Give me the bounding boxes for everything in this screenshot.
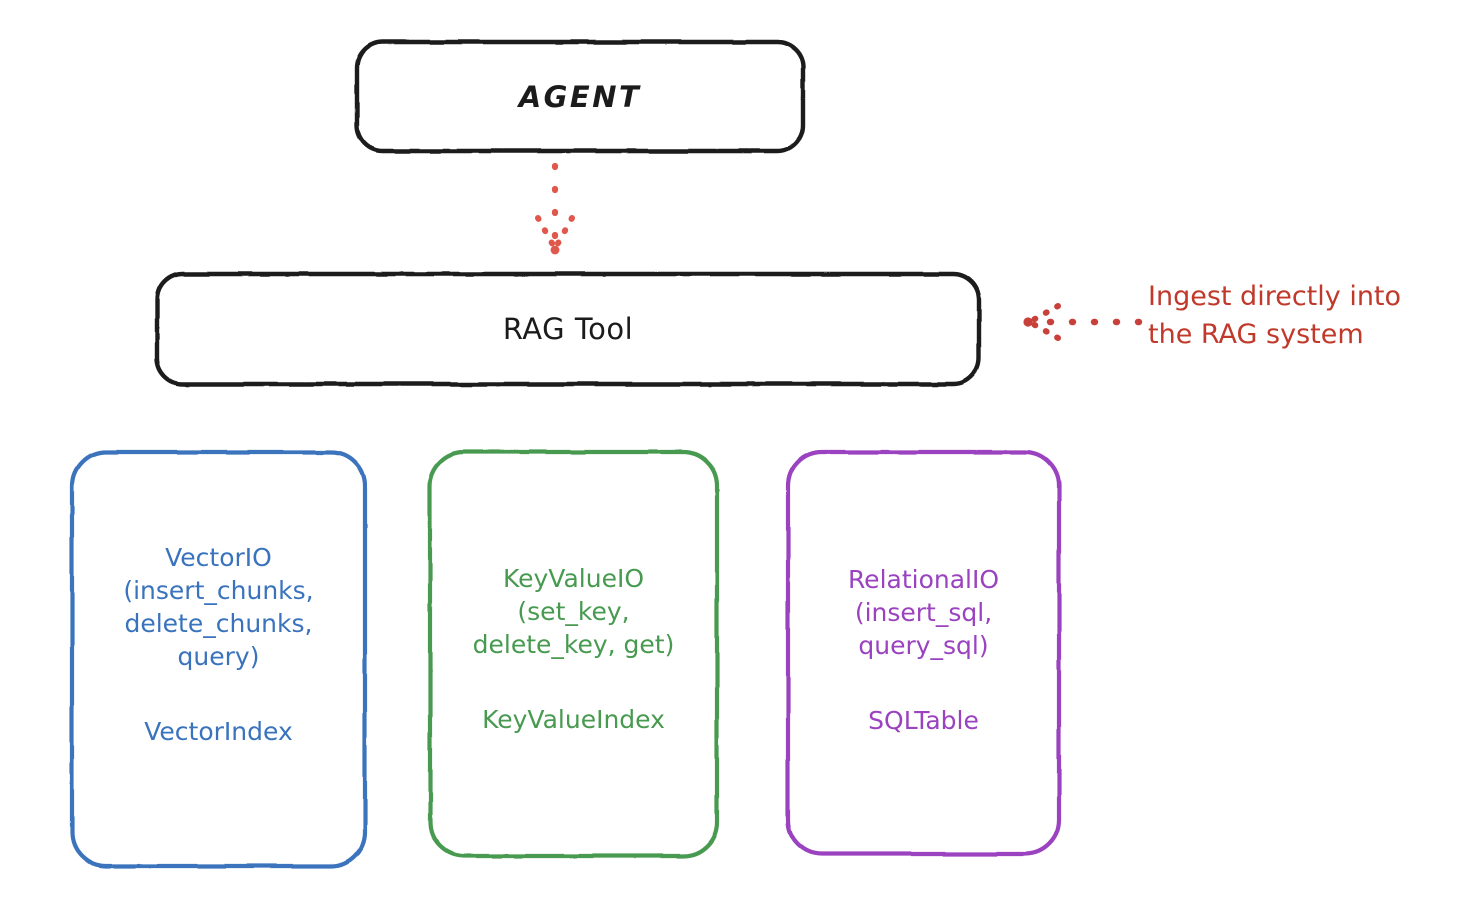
rag-tool-label: RAG Tool: [502, 312, 634, 346]
relational-io-index-label: SQLTable: [868, 706, 979, 735]
key-value-io-box-outline: [427, 449, 720, 859]
node-relational-io[interactable]: RelationalIO (insert_sql, query_sql) SQL…: [786, 450, 1061, 856]
node-agent[interactable]: AGENT: [355, 40, 805, 153]
relational-io-content: RelationalIO (insert_sql, query_sql) SQL…: [786, 563, 1061, 735]
relational-io-api-label: RelationalIO (insert_sql, query_sql): [847, 565, 1000, 660]
key-value-io-api-label: KeyValueIO (set_key, delete_key, get): [472, 564, 675, 659]
node-vector-io[interactable]: VectorIO (insert_chunks, delete_chunks, …: [70, 450, 367, 868]
rag-tool-box-outline: [154, 271, 982, 387]
vector-io-box-outline: [69, 449, 368, 869]
key-value-io-index-label: KeyValueIndex: [482, 705, 665, 734]
vector-io-index-label: VectorIndex: [144, 716, 293, 746]
agent-box-outline: [354, 39, 806, 154]
relational-io-box-outline: [785, 449, 1062, 857]
vector-io-content: VectorIO (insert_chunks, delete_chunks, …: [70, 541, 367, 746]
edge-ingest-to-rag-tool: [1023, 303, 1143, 341]
key-value-io-content: KeyValueIO (set_key, delete_key, get) Ke…: [428, 562, 719, 734]
agent-label: AGENT: [518, 79, 642, 114]
vector-io-api-label: VectorIO (insert_chunks, delete_chunks, …: [123, 542, 314, 671]
edge-agent-to-rag-tool: [535, 162, 575, 255]
node-key-value-io[interactable]: KeyValueIO (set_key, delete_key, get) Ke…: [428, 450, 719, 858]
ingest-annotation-label: Ingest directly into the RAG system: [1148, 281, 1402, 351]
node-rag-tool[interactable]: RAG Tool: [155, 272, 981, 386]
